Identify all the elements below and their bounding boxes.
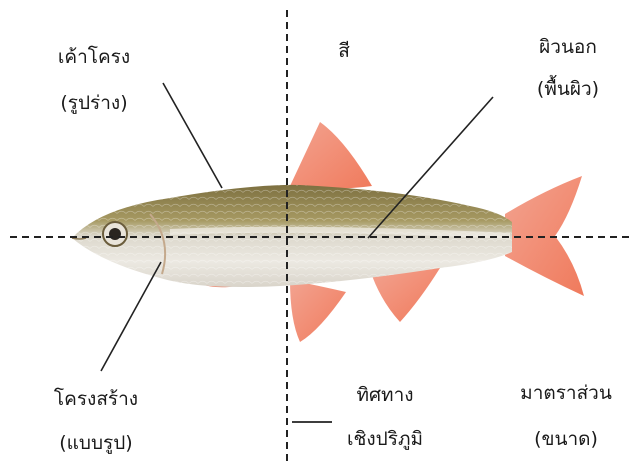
scale-label: มาตราส่วน bbox=[520, 384, 612, 403]
outline-label-sub: (รูปร่าง) bbox=[60, 94, 127, 113]
texture-label: ผิวนอก bbox=[539, 38, 597, 57]
color-label: สี bbox=[338, 42, 350, 61]
orientation-label: ทิศทาง bbox=[356, 386, 413, 405]
dorsal-fin bbox=[290, 122, 372, 190]
outline-leader-line bbox=[163, 83, 222, 188]
structure-label-sub: (แบบรูป) bbox=[59, 434, 132, 453]
texture-label-sub: (พื้นผิว) bbox=[537, 80, 599, 99]
orientation-label-sub: เชิงปริภูมิ bbox=[347, 430, 423, 449]
pelvic-fin bbox=[290, 280, 346, 342]
outline-label: เค้าโครง bbox=[58, 48, 130, 67]
structure-leader-line bbox=[101, 262, 161, 371]
scale-label-sub: (ขนาด) bbox=[534, 430, 598, 449]
structure-label: โครงสร้าง bbox=[54, 390, 138, 409]
